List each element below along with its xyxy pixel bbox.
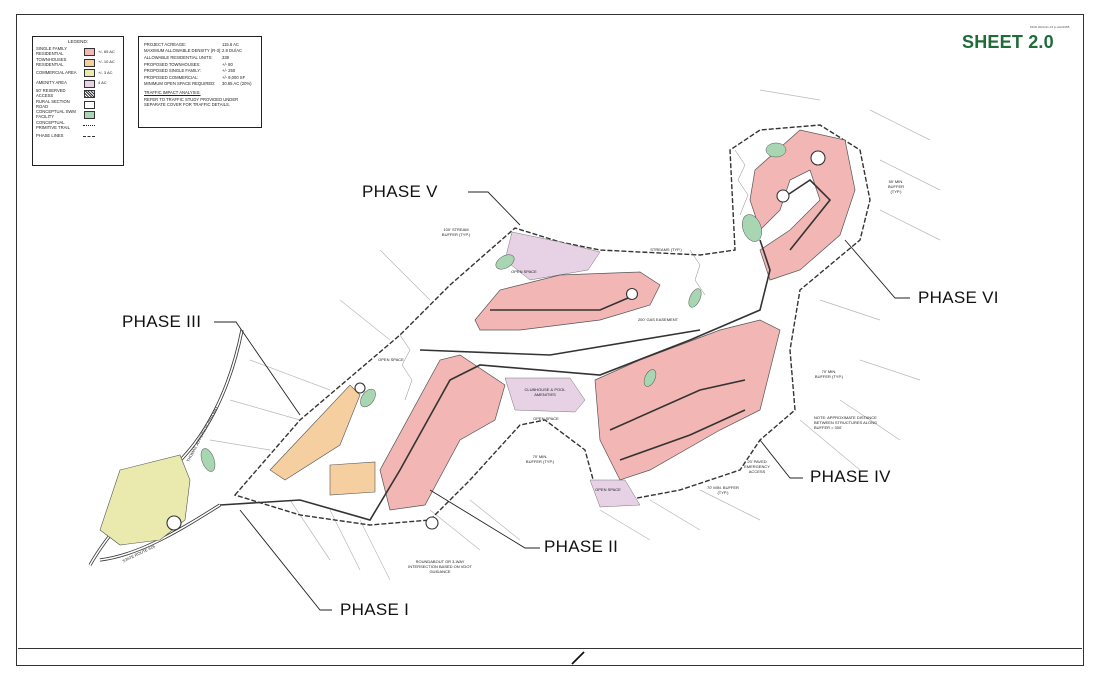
- clubhouse-label: CLUBHOUSE & POOL AMENITIES: [524, 387, 566, 397]
- project-data-row: PROPOSED TOWNHOUSES: +/- 80: [144, 61, 256, 68]
- traffic-note: REFER TO TRAFFIC STUDY PROVIDED UNDER SE…: [144, 97, 239, 108]
- roundabout-label: ROUNDABOUT OR 3-WAY INTERSECTION BASED O…: [408, 559, 472, 574]
- legend-label: PHASE LINES: [36, 132, 64, 138]
- project-data-value: 115.6 AC: [222, 41, 239, 47]
- project-data-row: PROPOSED COMMERCIAL: +/- 9,000 SF: [144, 74, 256, 81]
- legend-row: COMMERCIAL AREA +/- 3 AC: [36, 68, 120, 79]
- project-data-label: PROJECT ACREAGE:: [144, 41, 187, 47]
- legend-label: CONCEPTUAL SWM FACILITY: [36, 109, 76, 120]
- internal-roads: [219, 178, 832, 521]
- clubhouse-amenity: [504, 377, 586, 413]
- legend-rows: SINGLE FAMILY RESIDENTIAL +/- 65 AC TOWNHO…: [36, 46, 120, 142]
- legend-label: SINGLE FAMILY RESIDENTIAL: [36, 46, 68, 57]
- legend-row: RURAL SECTION ROAD: [36, 99, 120, 110]
- project-data-value: +/- 80: [222, 61, 233, 67]
- project-data-row: PROPOSED SINGLE FAMILY: +/- 250: [144, 67, 256, 74]
- project-data-row: PROJECT ACREAGE: 115.6 AC: [144, 41, 256, 48]
- phase-iv-label: PHASE IV: [810, 467, 891, 486]
- phase-vi-label: PHASE VI: [918, 288, 999, 307]
- project-data-label: ALLOWABLE RESIDENTIAL UNITS:: [144, 54, 213, 60]
- single-family-phase-v: [474, 271, 661, 331]
- project-data-row: MINIMUM OPEN SPACE REQUIRED: 30.65 AC (20…: [144, 81, 256, 88]
- legend-value: +/- 3 AC: [98, 69, 113, 75]
- open-space-label-mid: OPEN SPACE: [533, 416, 559, 421]
- legend-label: CONCEPTUAL PRIMITIVE TRAIL: [36, 119, 70, 130]
- project-data-label: PROPOSED COMMERCIAL:: [144, 74, 199, 80]
- project-data-value: 30.65 AC (20%): [222, 81, 252, 87]
- legend-swatch: [83, 100, 95, 109]
- project-data-label: PROPOSED SINGLE FAMILY:: [144, 68, 201, 74]
- project-data-label: MINIMUM OPEN SPACE REQUIRED:: [144, 81, 216, 87]
- legend-swatch: [83, 48, 95, 57]
- emergency-access-label: 20' PAVED EMERGENCY ACCESS: [744, 459, 770, 474]
- legend-swatch: [83, 111, 95, 120]
- legend-label: RURAL SECTION ROAD: [36, 98, 70, 109]
- legend-swatch: [83, 79, 95, 88]
- project-data-value: +/- 9,000 SF: [222, 74, 246, 80]
- traffic-heading: TRAFFIC IMPACT ANALYSIS:: [144, 90, 201, 96]
- legend-value: 4 AC: [98, 80, 107, 86]
- legend-label: 50' RESERVED ACCESS: [36, 88, 66, 99]
- trail-line-swatch: [83, 125, 95, 127]
- phase-iii-label: PHASE III: [122, 312, 202, 331]
- open-space-label-left: OPEN SPACE: [378, 357, 404, 362]
- phase-ii-label: PHASE II: [544, 537, 619, 556]
- legend-swatch: [83, 58, 95, 67]
- open-space-label-top: OPEN SPACE: [511, 269, 537, 274]
- project-data-label: PROPOSED TOWNHOUSES:: [144, 61, 201, 67]
- legend-row: TOWNHOUSES RESIDENTIAL +/- 10 AC: [36, 57, 120, 68]
- buffer-70-bottom-label: 70' MIN. BUFFER (TYP.): [707, 485, 739, 495]
- single-family-phase-iv: [594, 319, 781, 481]
- distance-note: NOTE: APPROXIMATE DISTANCE BETWEEN STRUC…: [814, 415, 878, 430]
- legend-row: 50' RESERVED ACCESS: [36, 88, 120, 100]
- open-space-label-bottom: OPEN SPACE: [595, 487, 621, 492]
- project-data-value: +/- 250: [222, 68, 236, 74]
- legend-row: SINGLE FAMILY RESIDENTIAL +/- 65 AC: [36, 46, 120, 58]
- single-family-phase-ii: [379, 354, 506, 511]
- townhouse-area: [269, 384, 361, 481]
- amenity-area-bottom: [589, 479, 641, 508]
- project-data-value: 339: [222, 54, 229, 60]
- legend-label: AMENITY AREA: [36, 80, 67, 86]
- phase-line-swatch: [83, 135, 95, 137]
- context-lines: [209, 89, 941, 581]
- project-data-row: MAXIMUM ALLOWABLE DENSITY (R-3):2.9 DU/A…: [144, 48, 256, 55]
- swm-facilities: [200, 142, 787, 472]
- wetland-hatching: [399, 149, 749, 401]
- legend-value: +/- 10 AC: [98, 59, 115, 65]
- legend-swatch: [83, 90, 95, 99]
- legend-row: CONCEPTUAL PRIMITIVE TRAIL: [36, 120, 120, 131]
- cul-de-sacs: [166, 150, 826, 531]
- legend-row: PHASE LINES: [36, 131, 120, 142]
- buffer-70-right-label: 70' MIN. BUFFER (TYP.): [814, 369, 844, 379]
- legend-swatch: [83, 69, 95, 78]
- buffer-70-mid-label: 70' MIN. BUFFER (TYP.): [525, 454, 555, 464]
- project-data-value: 2.9 DU/AC: [222, 48, 243, 54]
- sheet-mark: [571, 651, 585, 665]
- phase-leader-lines: [214, 191, 910, 611]
- legend-label: TOWNHOUSES RESIDENTIAL: [36, 56, 67, 67]
- sheet-title: SHEET 2.0: [962, 32, 1054, 52]
- townhouse-area-2: [329, 461, 376, 496]
- phase-i-label: PHASE I: [340, 600, 410, 619]
- legend-box: LEGEND: SINGLE FAMILY RESIDENTIAL +/- 65 …: [32, 36, 124, 166]
- legend-label: COMMERCIAL AREA: [36, 69, 77, 75]
- legend-row: CONCEPTUAL SWM FACILITY: [36, 109, 120, 121]
- legend-title: LEGEND:: [67, 39, 89, 44]
- gas-easement-label: 200' GAS EASEMENT: [637, 317, 679, 322]
- streams-label: STREAMS (TYP.): [650, 247, 682, 252]
- revision-note: MOD 2020-01-13 ju.dwt/1085: [1030, 25, 1070, 29]
- project-data-row: ALLOWABLE RESIDENTIAL UNITS: 339: [144, 54, 256, 61]
- buffer-50-label: 50' MIN. BUFFER (TYP.): [888, 179, 904, 194]
- phase-v-label: PHASE V: [362, 182, 438, 201]
- project-data-label: MAXIMUM ALLOWABLE DENSITY (R-3):: [144, 48, 222, 54]
- single-family-phase-vi: [749, 129, 856, 281]
- legend-row: AMENITY AREA 4 AC: [36, 78, 120, 89]
- legend-value: +/- 65 AC: [98, 48, 115, 54]
- title-block-line: [18, 648, 1082, 649]
- stream-buffer-label: 100' STREAM BUFFER (TYP.): [441, 227, 471, 237]
